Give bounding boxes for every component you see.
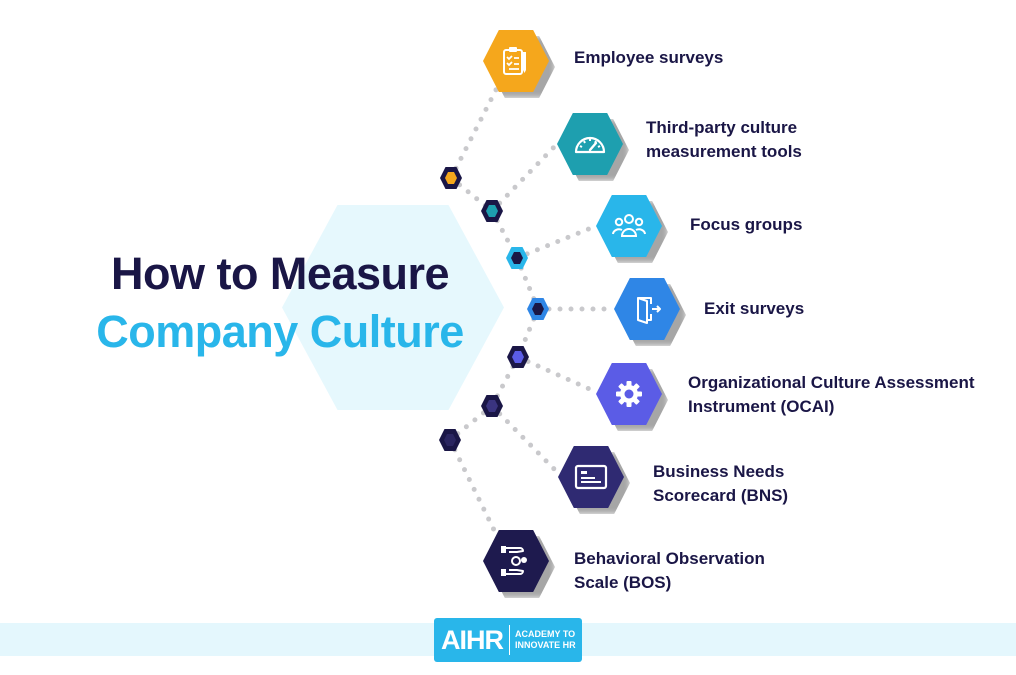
item-third-party-icon-hex (557, 113, 623, 175)
node-ocai (507, 346, 529, 368)
logo-sub-line-2: INNOVATE HR (515, 640, 576, 650)
item-label-third-party: Third-party culture measurement tools (646, 118, 802, 161)
node-exit-surveys (527, 298, 549, 320)
logo-main-text: AIHR (441, 624, 504, 655)
item-label-exit-surveys: Exit surveys (704, 299, 805, 318)
gear-icon (616, 381, 642, 407)
item-bns-icon-hex (558, 446, 624, 508)
aihr-logo: AIHR ACADEMY TO INNOVATE HR (434, 618, 582, 662)
hands-gears-icon (501, 546, 527, 576)
node-bos (439, 429, 461, 451)
exit-door-icon (637, 297, 661, 324)
item-label-bns: Business Needs Scorecard (BNS) (653, 462, 789, 505)
title-line-1: How to Measure (110, 248, 450, 299)
page-title: How to Measure Company Culture (60, 245, 500, 361)
item-exit-surveys-icon-hex (614, 278, 680, 340)
item-label-focus-groups: Focus groups (690, 215, 803, 234)
item-ocai-icon-hex (596, 363, 662, 425)
logo-separator (509, 625, 510, 655)
node-employee-surveys (440, 167, 462, 189)
logo-sub-line-1: ACADEMY TO (515, 629, 576, 639)
item-employee-surveys-icon-hex (483, 30, 549, 92)
node-third-party (481, 200, 503, 222)
item-label-ocai: Organizational Culture Assessment Instru… (688, 373, 975, 416)
item-focus-groups-icon-hex (596, 195, 662, 257)
item-label-employee-surveys: Employee surveys (574, 48, 724, 67)
item-label-bos: Behavioral Observation Scale (BOS) (574, 549, 765, 592)
scorecard-card-icon (574, 464, 608, 490)
title-line-2: Company Culture (96, 306, 464, 357)
node-focus-groups (506, 247, 528, 269)
item-bos-icon-hex (483, 530, 549, 592)
node-bns (481, 395, 503, 417)
clipboard-checklist-icon (503, 47, 526, 75)
logo-subtitle: ACADEMY TO INNOVATE HR (515, 629, 576, 651)
group-people-icon (612, 214, 646, 237)
speedometer-gauge-icon (574, 136, 606, 154)
